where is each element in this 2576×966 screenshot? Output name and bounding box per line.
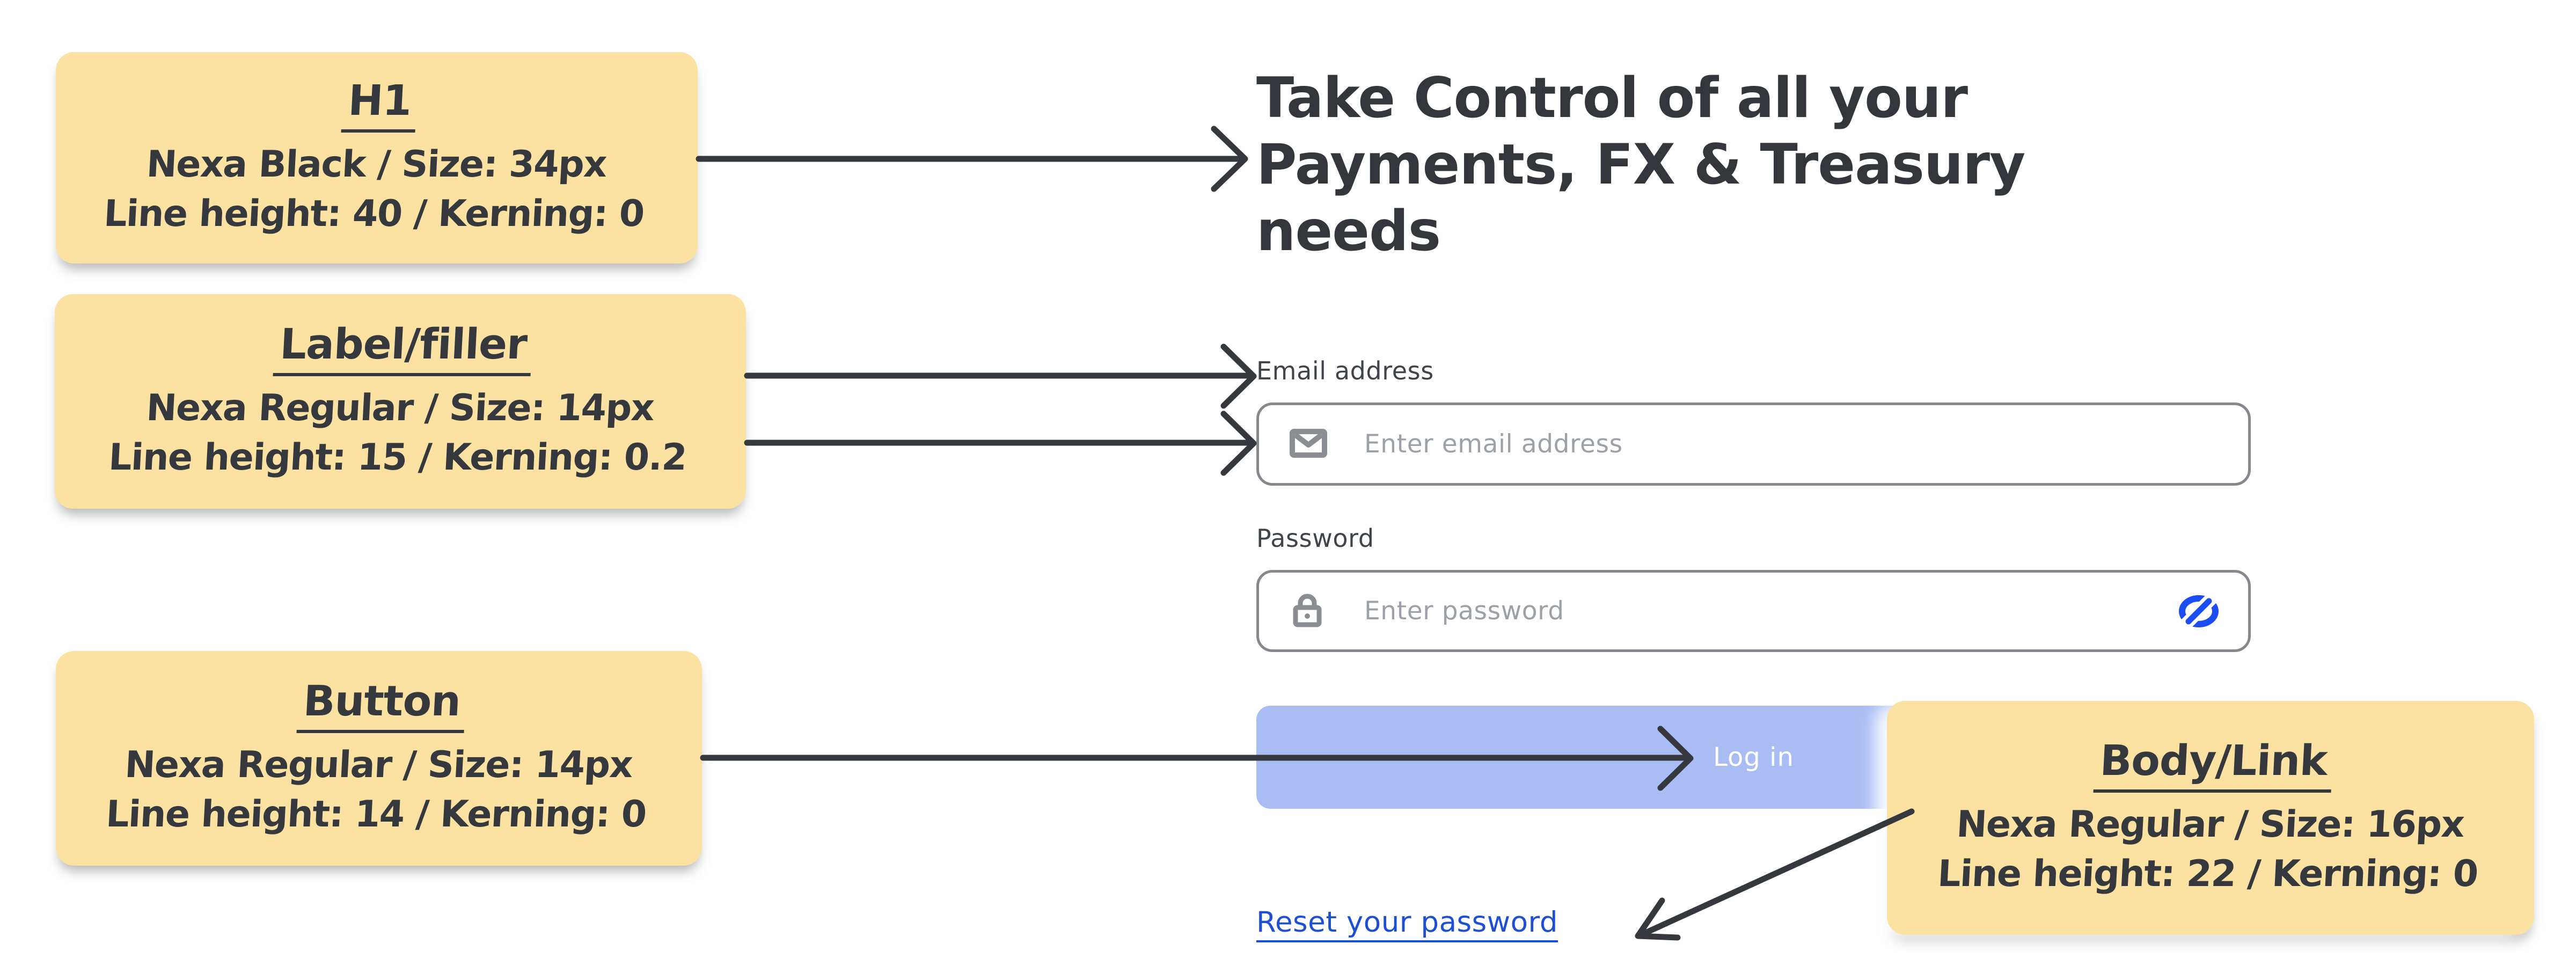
annotation-note-body-link: Body/Link Nexa Regular / Size: 16px Line… (1887, 701, 2534, 935)
annotation-metrics-line: Line height: 15 / Kerning: 0.2 (107, 436, 687, 479)
email-label: Email address (1256, 356, 1434, 385)
page-title-line-2: Payments, FX & Treasury (1256, 133, 2025, 197)
annotation-font-line: Nexa Regular / Size: 14px (123, 744, 634, 786)
email-field-wrap (1256, 402, 2251, 486)
annotation-metrics-line: Line height: 22 / Kerning: 0 (1936, 853, 2479, 895)
annotation-font-line: Nexa Black / Size: 34px (145, 143, 608, 186)
annotation-note-button: Button Nexa Regular / Size: 14px Line he… (56, 651, 702, 866)
annotation-font-line: Nexa Regular / Size: 16px (1955, 803, 2465, 846)
page-title-line-1: Take Control of all your (1256, 66, 1968, 130)
page-title: Take Control of all your Payments, FX & … (1256, 65, 2025, 265)
password-label: Password (1256, 524, 1374, 553)
arrow-label-note-to-email-label (744, 343, 1257, 409)
reset-password-link[interactable]: Reset your password (1256, 906, 1558, 939)
page-title-line-3: needs (1256, 199, 1441, 264)
annotation-metrics-line: Line height: 14 / Kerning: 0 (105, 793, 647, 836)
annotation-title: Body/Link (2092, 737, 2334, 793)
eye-off-icon (2178, 593, 2220, 634)
annotation-font-line: Nexa Regular / Size: 14px (145, 387, 655, 429)
password-visibility-toggle[interactable] (2178, 590, 2220, 632)
annotation-metrics-line: Line height: 40 / Kerning: 0 (103, 193, 645, 235)
password-input[interactable] (1256, 570, 2251, 652)
password-field-wrap (1256, 570, 2251, 652)
annotation-note-label: Label/filler Nexa Regular / Size: 14px L… (55, 294, 746, 509)
annotation-title: Label/filler (273, 320, 533, 376)
annotation-note-h1: H1 Nexa Black / Size: 34px Line height: … (56, 52, 698, 264)
arrow-label-note-to-email-input (744, 411, 1257, 476)
email-input[interactable] (1256, 402, 2251, 486)
annotation-title: Button (296, 677, 467, 733)
annotation-title: H1 (341, 77, 418, 133)
arrow-h1-note-to-heading (696, 126, 1248, 192)
arrow-bodylink-note-to-reset-link (1635, 808, 1915, 941)
